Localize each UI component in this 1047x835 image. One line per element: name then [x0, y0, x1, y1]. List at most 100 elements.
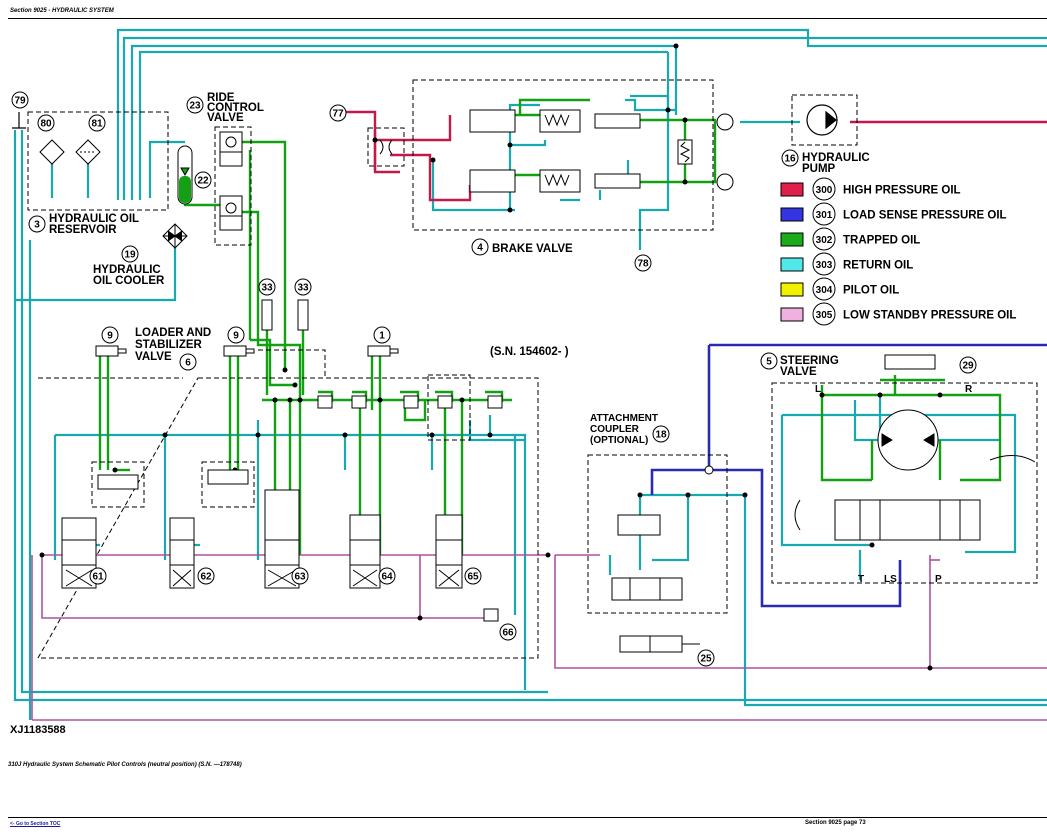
callout-number: 9 [107, 331, 113, 342]
legend-item-301: 301 LOAD SENSE PRESSURE OIL [780, 202, 1007, 226]
attachment-coupler-label: ATTACHMENT COUPLER (OPTIONAL) [590, 413, 658, 446]
callout-number: 61 [92, 572, 104, 583]
accumulator-22 [177, 145, 193, 205]
ride-control-line-3: VALVE [207, 112, 244, 124]
load-sense-lines [650, 343, 1047, 608]
callout-number: 16 [784, 154, 796, 165]
callout-number: 18 [655, 430, 667, 441]
legend-label: LOW STANDBY PRESSURE OIL [843, 310, 1016, 322]
loader-line-1: LOADER AND [135, 327, 211, 339]
legend-number: 301 [816, 210, 833, 221]
section-header: Section 9025 - HYDRAULIC SYSTEM [10, 8, 114, 14]
steering-valve-label: STEERING VALVE [780, 355, 839, 378]
callout-23: 23 [186, 96, 204, 114]
legend-label: RETURN OIL [843, 260, 913, 272]
hydraulic-pump-16 [806, 104, 838, 136]
page-number: Section 9025 page 73 [805, 820, 866, 826]
pump-line-2: PUMP [802, 163, 836, 175]
legend-label: TRAPPED OIL [843, 235, 920, 247]
ride-accumulators-33 [261, 299, 309, 331]
callout-5: 5 [760, 352, 778, 370]
reservoir-line-2: RESERVOIR [49, 224, 117, 236]
callout-number: 65 [467, 572, 479, 583]
callout-number: 33 [297, 283, 309, 294]
callout-number: 77 [332, 109, 344, 120]
callout-number: 33 [261, 283, 273, 294]
brake-orifice [379, 139, 393, 155]
cooler-line-1: HYDRAULIC [93, 264, 161, 276]
figure-id: XJ1183588 [10, 724, 66, 736]
pilot-heads [95, 345, 399, 357]
callout-81: 81 [88, 114, 106, 132]
callout-62: 62 [197, 567, 215, 585]
legend-number: 300 [816, 185, 833, 196]
legend-label: HIGH PRESSURE OIL [843, 185, 961, 197]
callout-number: 1 [379, 331, 385, 342]
steering-valve-parts [794, 354, 1036, 541]
header-rule [8, 18, 1047, 19]
port-l: L [815, 384, 821, 395]
callout-number: 29 [962, 361, 974, 372]
legend-item-305: 305 LOW STANDBY PRESSURE OIL [780, 302, 1016, 326]
callout-4: 4 [471, 238, 489, 256]
legend-label: LOAD SENSE PRESSURE OIL [843, 210, 1007, 222]
port-ls: LS [884, 574, 897, 585]
coupler-line-2: COUPLER [590, 424, 640, 435]
legend-swatch [780, 307, 804, 322]
pump-line-1: HYDRAULIC [802, 152, 870, 164]
ride-control-spools [219, 131, 243, 231]
toc-link[interactable]: <- Go to Section TOC [10, 821, 61, 827]
steering-line-1: STEERING [780, 355, 839, 367]
cooler-label: HYDRAULIC OIL COOLER [93, 264, 165, 287]
callout-number: 64 [381, 572, 393, 583]
callout-number: 79 [14, 96, 26, 107]
callout-number: 78 [637, 259, 649, 270]
callout-33: 33 [294, 278, 312, 296]
callout-6: 6 [179, 353, 197, 371]
reservoir-line-1: HYDRAULIC OIL [49, 213, 139, 225]
coupler-line-1: ATTACHMENT [590, 413, 658, 424]
attachment-coupler-parts [611, 465, 714, 653]
relief-valves [317, 395, 503, 622]
callout-number: 62 [200, 572, 212, 583]
callout-77: 77 [329, 104, 347, 122]
callout-number: 81 [91, 119, 103, 130]
serial-note: (S.N. 154602- ) [490, 346, 569, 358]
callout-number: 23 [189, 101, 201, 112]
legend-number: 305 [816, 310, 833, 321]
legend-swatch [780, 207, 804, 222]
legend-item-302: 302 TRAPPED OIL [780, 227, 920, 251]
callout-number: 25 [700, 654, 712, 665]
callout-64: 64 [378, 567, 396, 585]
legend-number: 304 [816, 285, 833, 296]
return-oil-lines [13, 28, 1047, 720]
callout-number: 4 [477, 243, 483, 254]
ride-control-line-1: RIDE [207, 92, 235, 104]
callout-number: 6 [185, 358, 191, 369]
reservoir-label: HYDRAULIC OIL RESERVOIR [49, 213, 139, 236]
legend-swatch [780, 257, 804, 272]
callout-number: 3 [34, 220, 40, 231]
coupler-line-3: (OPTIONAL) [590, 435, 648, 446]
callout-63: 63 [291, 567, 309, 585]
callout-22: 22 [194, 171, 212, 189]
legend-swatch [780, 232, 804, 247]
ride-control-line-2: CONTROL [207, 102, 264, 114]
legend-number: 302 [816, 235, 833, 246]
legend-swatch [780, 182, 804, 197]
port-r: R [965, 384, 973, 395]
callout-78: 78 [634, 254, 652, 272]
callout-number: 9 [233, 331, 239, 342]
callout-number: 22 [197, 176, 209, 187]
brake-valve-spools [469, 109, 734, 193]
loader-valve-sections [61, 469, 463, 589]
callout-1: 1 [373, 326, 391, 344]
pump-label: HYDRAULIC PUMP [802, 152, 870, 175]
legend: 300 HIGH PRESSURE OIL 301 LOAD SENSE PRESSU… [780, 177, 1016, 326]
callout-80: 80 [37, 114, 55, 132]
legend-swatch [780, 282, 804, 297]
footer-rule [8, 817, 1047, 818]
